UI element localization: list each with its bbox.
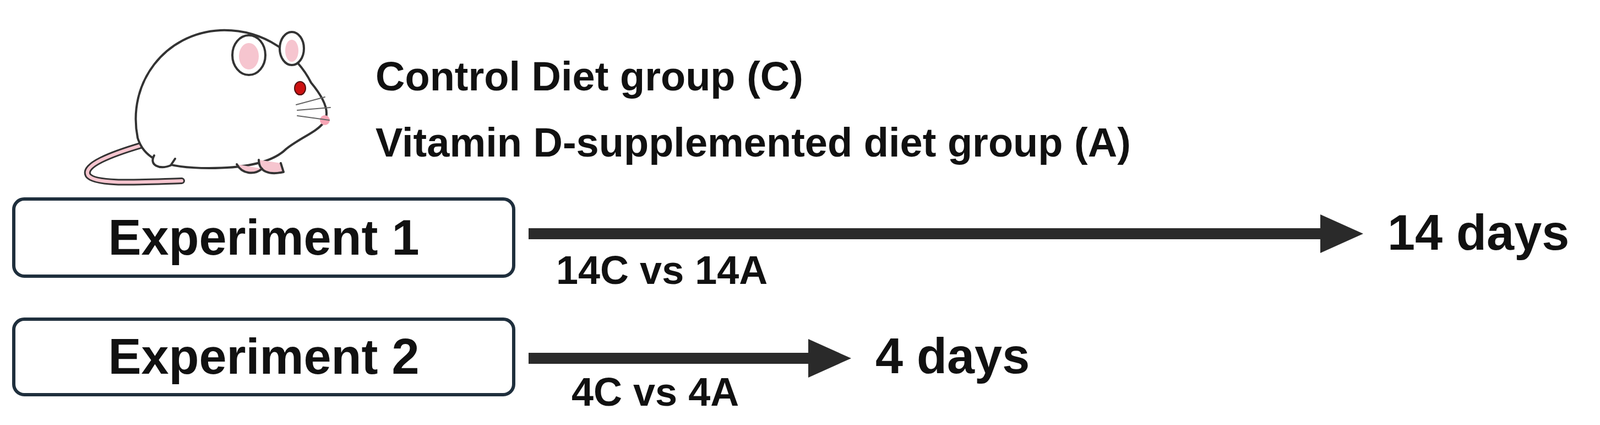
annotation-text: 14C vs 14A: [556, 248, 768, 292]
annotation-text: Control Diet group (C): [375, 53, 804, 99]
mouse-illustration: [87, 30, 331, 183]
annotation-text: 14 days: [1387, 205, 1570, 260]
box-label: Experiment 1: [107, 210, 419, 265]
annotation-text: 4 days: [875, 328, 1030, 384]
annotation-text: Vitamin D-supplemented diet group (A): [375, 120, 1131, 165]
experiment-box: Experiment 2: [12, 317, 516, 396]
timeline-arrow: [528, 214, 1364, 253]
experiment-box: Experiment 1: [12, 197, 516, 278]
box-label: Experiment 2: [107, 329, 419, 384]
annotation-text: 4C vs 4A: [571, 369, 739, 414]
